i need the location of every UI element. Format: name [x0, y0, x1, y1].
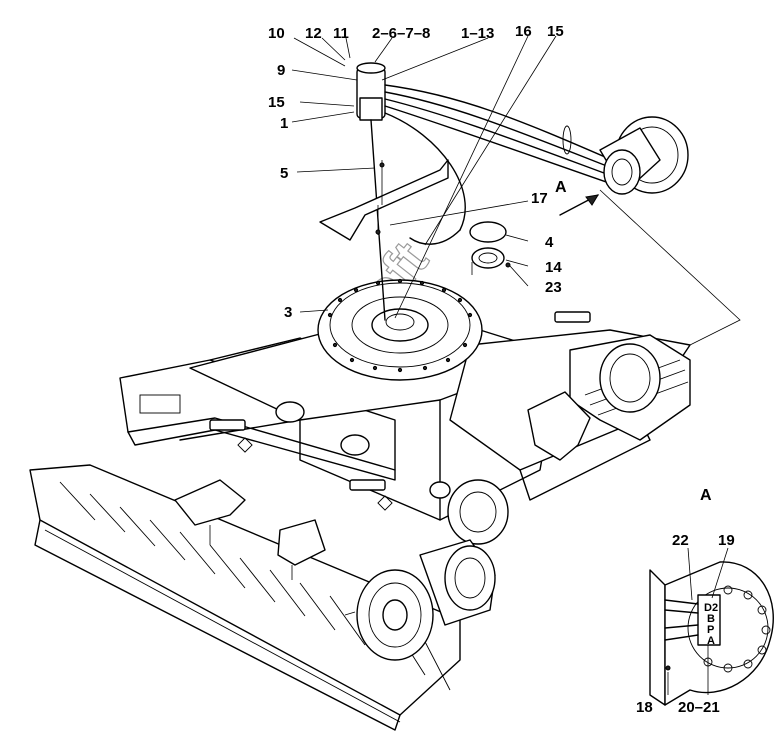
callout-19: 19 — [718, 532, 735, 549]
left-drive-assembly — [344, 539, 496, 661]
callout-labels: 10 12 11 2–6–7–8 1–13 16 15 9 15 1 5 17 … — [268, 23, 735, 716]
callout-16: 16 — [515, 23, 532, 40]
port-p: P — [707, 624, 714, 636]
callout-1: 1 — [280, 115, 288, 132]
callout-9: 9 — [277, 62, 285, 79]
callout-12: 12 — [305, 25, 322, 42]
detail-view-label: A — [700, 487, 712, 504]
left-track-chain — [29, 464, 461, 731]
callout-23: 23 — [545, 279, 562, 296]
detail-view-a: A D2 B P A — [649, 487, 774, 706]
callout-11: 11 — [333, 25, 349, 42]
callout-15: 15 — [268, 94, 285, 111]
callout-1-13: 1–13 — [461, 25, 494, 42]
callout-20-21: 20–21 — [678, 699, 720, 716]
callout-5: 5 — [280, 165, 288, 182]
right-drive-motor — [599, 116, 689, 195]
callout-3: 3 — [284, 304, 292, 321]
callout-14: 14 — [545, 259, 562, 276]
port-d2: D2 — [704, 602, 718, 614]
port-a: A — [707, 635, 715, 647]
port-b: B — [707, 613, 715, 625]
callout-10: 10 — [268, 25, 285, 42]
callout-15-top: 15 — [547, 23, 564, 40]
view-marker-label: A — [555, 179, 567, 196]
slewing-ring — [317, 278, 483, 381]
cover-plates — [469, 221, 511, 275]
callout-18: 18 — [636, 699, 653, 716]
callout-17: 17 — [531, 190, 548, 207]
mount-plate — [319, 159, 449, 241]
callout-2-6-7-8: 2–6–7–8 — [372, 25, 430, 42]
bracket-parts — [174, 479, 326, 580]
callout-4: 4 — [545, 234, 554, 251]
swivel-joint — [356, 62, 386, 321]
leader-lines — [291, 35, 729, 695]
callout-22: 22 — [672, 532, 689, 549]
view-arrow: A — [555, 179, 741, 346]
